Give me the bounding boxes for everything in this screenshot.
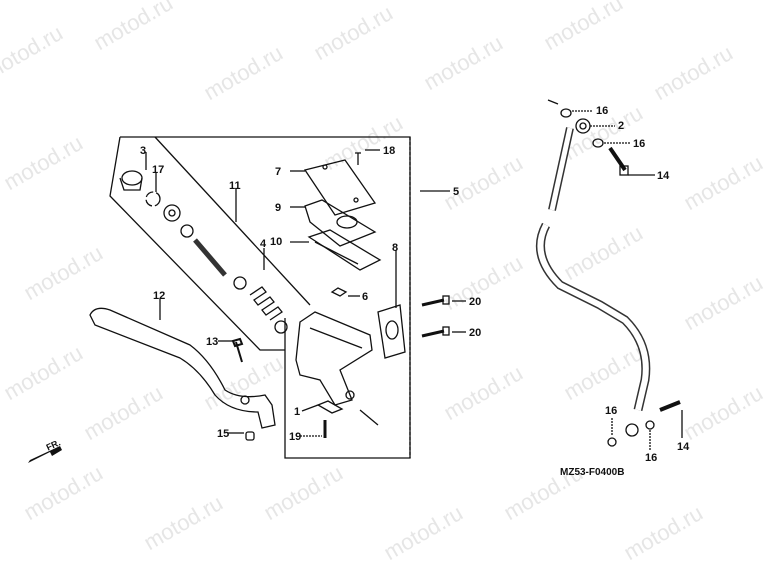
callout-16d: 16: [645, 452, 658, 464]
callout-11: 11: [229, 180, 241, 192]
callout-12: 12: [153, 290, 166, 302]
front-direction-arrow-icon: [28, 446, 62, 463]
callout-16c: 16: [605, 405, 618, 417]
callout-8: 8: [392, 242, 399, 254]
callout-1: 1: [294, 406, 301, 418]
callout-20b: 20: [469, 327, 482, 339]
drawing-code: MZ53-F0400B: [560, 467, 625, 478]
callout-14b: 14: [677, 441, 690, 453]
callout-6: 6: [362, 291, 369, 303]
callout-9: 9: [275, 202, 282, 214]
callout-13: 13: [206, 336, 219, 348]
callout-4: 4: [260, 238, 267, 250]
callout-7: 7: [275, 166, 282, 178]
callout-3: 3: [140, 145, 147, 157]
callout-17: 17: [152, 164, 165, 176]
callout-5: 5: [453, 186, 460, 198]
callout-15: 15: [217, 428, 230, 440]
callout-10: 10: [270, 236, 283, 248]
callout-19: 19: [289, 431, 302, 443]
callout-16a: 16: [596, 105, 609, 117]
callout-18: 18: [383, 145, 396, 157]
callout-2: 2: [618, 120, 625, 132]
callout-14a: 14: [657, 170, 670, 182]
callout-16b: 16: [633, 138, 646, 150]
callout-20a: 20: [469, 296, 482, 308]
